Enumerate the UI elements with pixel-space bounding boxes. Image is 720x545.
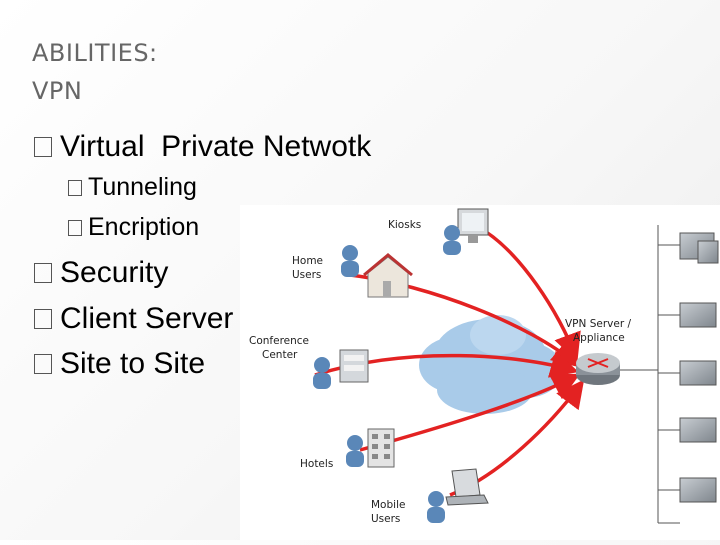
vpn-router-icon [576,353,620,385]
label-mobile-line2: Users [371,513,400,525]
bullet-site-to-site: Site to Site [34,347,205,381]
label-home-line2: Users [292,269,321,281]
bullet-text: Tunneling [88,173,197,201]
bullet-client-server: Client Server [34,302,233,336]
label-kiosks: Kiosks [388,219,421,231]
label-home-line1: Home [292,255,323,267]
bullet-virtual-private-network: Virtual Private Netwotk [34,130,371,164]
server-icon [679,360,717,386]
bullet-text: Client Server [60,302,234,335]
vpn-network-diagram: Kiosks Home Users Conference Center Hote… [240,205,720,540]
server-rack-line [616,225,685,524]
home-icon [341,245,413,298]
bullet-text: Encription [88,213,200,241]
laptop-icon [427,468,489,523]
bullet-marker-icon [34,263,52,283]
label-hotels: Hotels [300,458,333,470]
server-icons [679,232,719,503]
server-icon [679,232,719,264]
label-conference-line2: Center [262,349,298,361]
hotel-building-icon [346,428,395,468]
bullet-marker-icon [68,179,82,196]
bullet-marker-icon [34,354,52,374]
conference-center-icon [313,349,369,389]
bullet-list: Virtual Private Netwotk Tunneling Encrip… [0,0,371,540]
diagram-svg: Kiosks Home Users Conference Center Hote… [249,208,719,525]
bullet-text: Virtual Private Netwotk [60,130,372,163]
bullet-text: Security [60,256,169,289]
title-line-2: VPN [32,77,83,105]
bullet-marker-icon [68,219,82,236]
title-line-1: ABILITIES: [32,39,158,67]
label-server-line2: Appliance [573,332,625,344]
server-icon [679,477,717,503]
bullet-security: Security [34,256,168,290]
bullet-tunneling: Tunneling [68,173,197,202]
kiosk-monitor-icon [443,208,489,255]
slide-title: ABILITIES: VPN [32,34,158,110]
server-icon [679,302,717,328]
bullet-text: Site to Site [60,347,206,380]
label-server-line1: VPN Server / [565,318,631,330]
server-icon [679,417,717,443]
bullet-marker-icon [34,309,52,329]
label-mobile-line1: Mobile [371,499,405,511]
label-conference-line1: Conference [249,335,309,347]
bullet-marker-icon [34,137,52,157]
bullet-encription: Encription [68,213,199,242]
